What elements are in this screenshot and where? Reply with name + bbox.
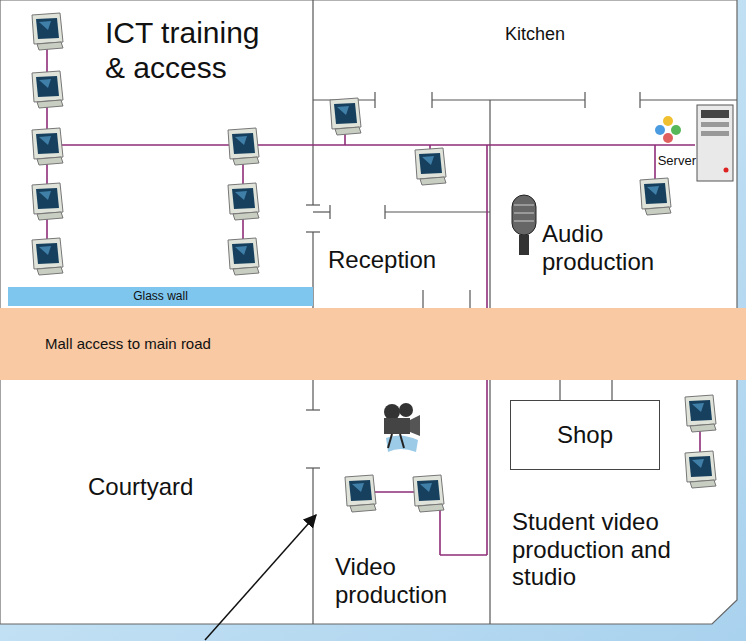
server-icon: [655, 105, 733, 181]
computer-icon: [228, 238, 259, 275]
area-label: Courtyard: [88, 473, 268, 501]
computer-icon: [345, 475, 376, 512]
computer-icon: [32, 238, 63, 275]
computer-icon: [330, 98, 361, 135]
pointer-arrow: [205, 515, 316, 640]
node-label: Shop: [511, 422, 659, 448]
room-label: ICT training & access: [105, 16, 265, 85]
computer-icon: [228, 128, 259, 165]
computer-icon: [32, 128, 63, 165]
device-label: Server: [636, 154, 696, 169]
room-label: Video production: [335, 553, 475, 608]
room-label: Kitchen: [430, 24, 640, 45]
room-label: Reception: [328, 246, 488, 274]
computer-icons: [32, 13, 716, 512]
node-label: Mall access to main road: [45, 336, 746, 353]
microphone-icon: [512, 195, 536, 255]
computer-icon: [685, 451, 716, 488]
computer-icon: [32, 183, 63, 220]
node-label: Glass wall: [8, 290, 313, 303]
computer-icon: [228, 183, 259, 220]
mall-band: Mall access to main road: [0, 308, 746, 380]
computer-icon: [415, 148, 446, 185]
room-label: Student video production and studio: [512, 508, 727, 591]
computer-icon: [32, 71, 63, 108]
computer-icon: [32, 13, 63, 50]
computer-icon: [685, 395, 716, 432]
room-label: Audio production: [542, 220, 692, 275]
computer-icon: [413, 475, 444, 512]
glass-wall-band: Glass wall: [8, 287, 313, 306]
shop-box: Shop: [510, 400, 660, 470]
computer-icon: [640, 178, 671, 215]
video-camera-icon: [384, 403, 420, 452]
